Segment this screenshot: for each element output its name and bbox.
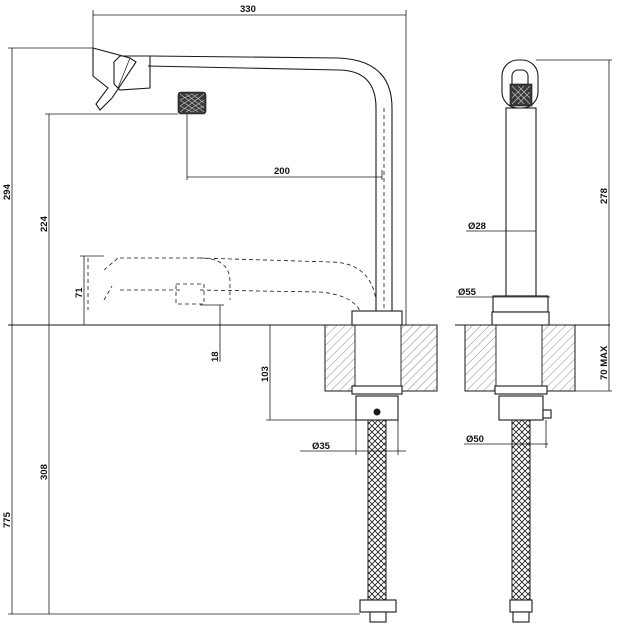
dim-775-label: 775 (2, 511, 13, 528)
dim-278-label: 278 (599, 188, 610, 204)
spout-body (147, 55, 393, 318)
lever-handle (92, 47, 137, 111)
pullout-lowered-spout (199, 257, 377, 312)
supply-hose-front (367, 419, 387, 607)
knurl-pattern (179, 93, 205, 113)
hose-fitting-side (509, 599, 533, 613)
dim-18-label: 18 (210, 351, 221, 362)
dim-d50-label: Ø50 (466, 434, 484, 445)
pullout-lowered-head (87, 257, 231, 310)
dim-d28-label: Ø28 (468, 221, 486, 232)
side-knurl-pattern (511, 85, 531, 105)
pullout-lowered-ring (175, 283, 205, 305)
hose-fitting-front (359, 599, 397, 613)
dim-71-label: 71 (74, 287, 85, 298)
lever-handle-outline (92, 48, 131, 89)
side-spout-column (505, 107, 537, 297)
side-spout-collar (491, 311, 550, 326)
pullout-lowered-lever (103, 257, 119, 301)
dim-224-label: 224 (39, 215, 50, 232)
dim-103-label: 103 (260, 366, 271, 382)
dim-70max-label: 70 MAX (599, 345, 610, 380)
dim-d35-label: Ø35 (312, 441, 331, 452)
side-shank (498, 395, 544, 421)
side-spout-base (492, 295, 549, 313)
side-shank-tab (542, 409, 552, 419)
pullout-head (113, 55, 151, 91)
supply-hose-side (511, 419, 531, 607)
dim-d55-label: Ø55 (458, 287, 477, 298)
spout-base (351, 310, 403, 326)
dim-330-label: 330 (240, 4, 256, 15)
front-view: 330 200 294 224 71 18 103 Ø35 (2, 4, 438, 623)
shank-nut (351, 385, 403, 395)
side-view: 278 70 MAX Ø28 Ø55 Ø50 (455, 59, 612, 623)
shank (355, 395, 399, 421)
mount-bore-left (354, 324, 402, 392)
shank-bolt (373, 408, 381, 416)
dim-294-label: 294 (2, 183, 13, 200)
hose-end-front (369, 611, 387, 623)
hose-end-side (512, 611, 530, 623)
dim-308-label: 308 (39, 464, 50, 480)
side-shank-nut (494, 385, 548, 395)
mount-bore-right (495, 324, 543, 392)
dim-200-label: 200 (274, 166, 290, 177)
